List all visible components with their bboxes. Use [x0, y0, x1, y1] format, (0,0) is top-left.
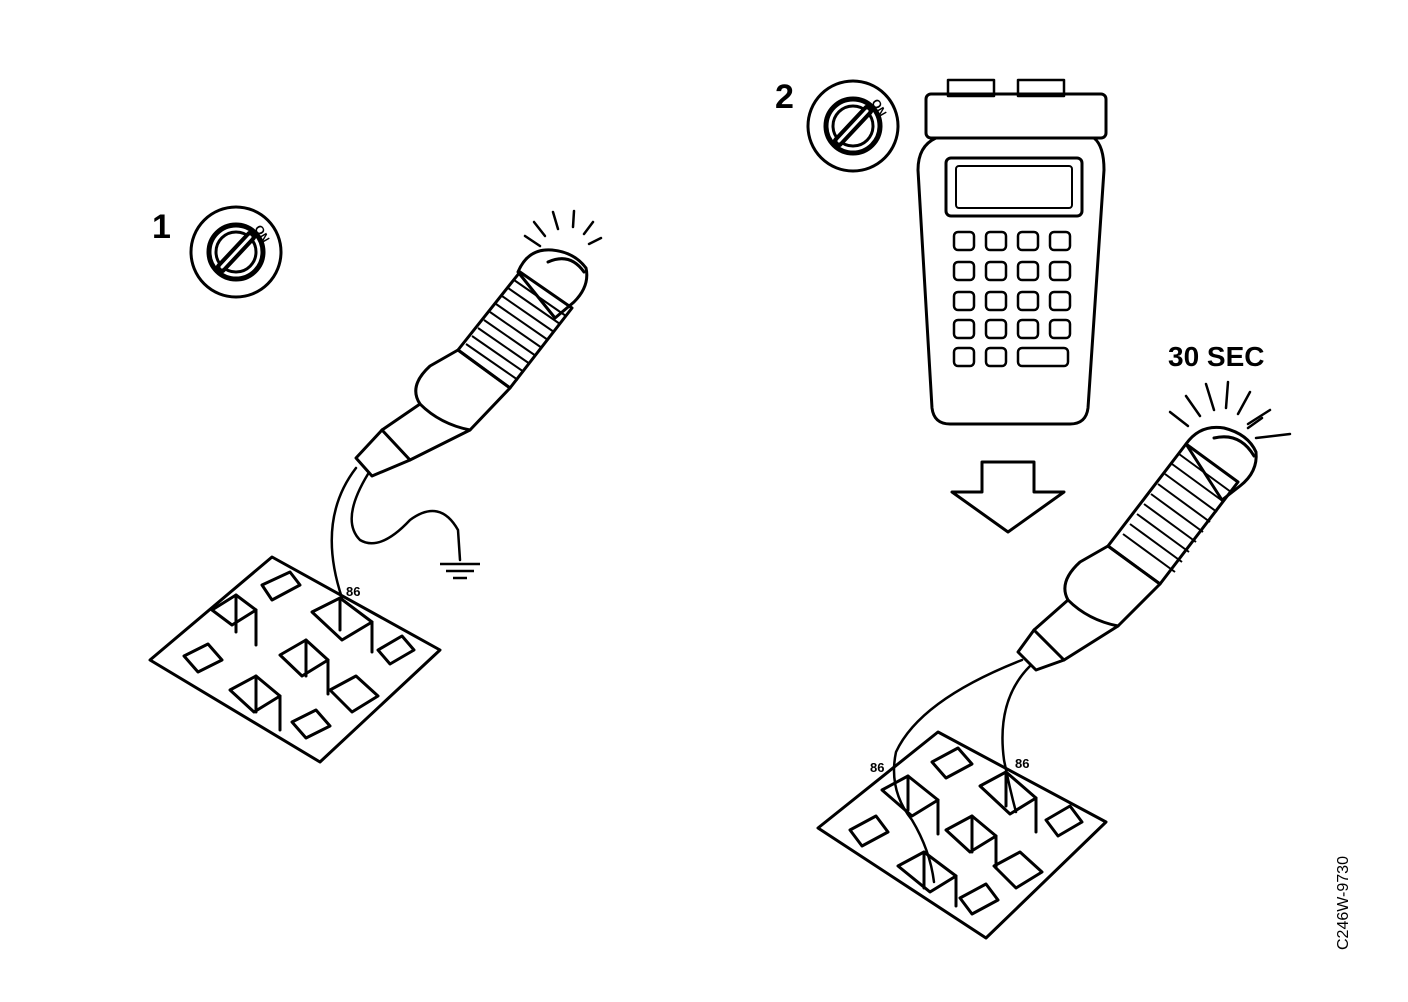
relay-block: [816, 730, 1108, 940]
pin-86-label: 86: [346, 584, 360, 599]
step-1-number: 1: [152, 208, 171, 246]
figure-code: C246W-9730: [1335, 856, 1352, 950]
pin-86-right-label: 86: [1015, 756, 1029, 771]
light-rays-icon: [523, 209, 603, 248]
timer-label: 30 SEC: [1168, 341, 1265, 372]
keypad: [952, 230, 1072, 368]
ignition-switch-icon: ON: [189, 205, 283, 299]
relay-block: [148, 555, 442, 764]
test-lamp-icon: [330, 209, 603, 600]
scan-tool-icon: [916, 78, 1108, 426]
step-2-group: 2 ON: [775, 78, 1292, 940]
down-arrow-icon: [950, 460, 1066, 534]
pin-86-left-label: 86: [870, 760, 884, 775]
test-lamp-icon: [892, 380, 1292, 884]
ignition-switch-icon: ON: [806, 79, 900, 173]
step-2-number: 2: [775, 78, 794, 116]
light-rays-icon: [1168, 380, 1292, 440]
step-1-group: 1 ON: [148, 205, 603, 764]
ground-symbol-icon: [440, 562, 480, 580]
